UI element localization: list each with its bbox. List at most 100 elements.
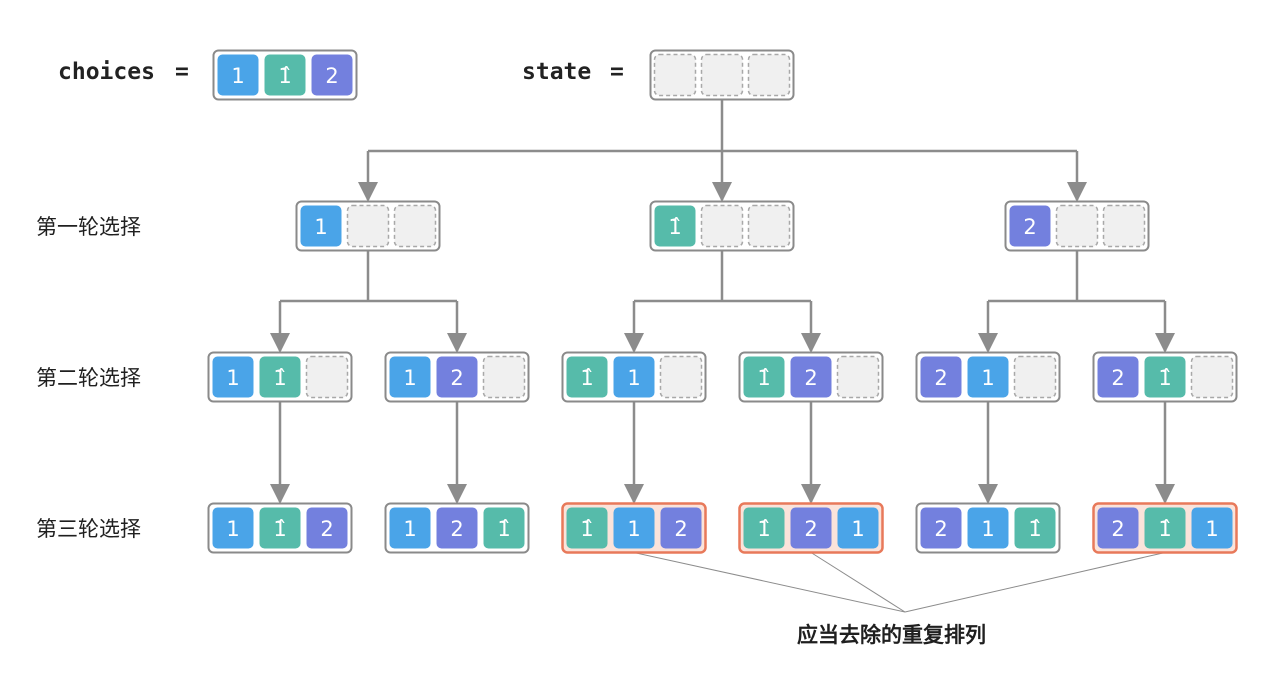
- cell-value: 1̂: [278, 64, 291, 88]
- array-cell: [212, 356, 254, 398]
- level1-node: 1̂: [649, 200, 795, 252]
- duplicate-leaf-node: 2 1̂ 1: [1092, 502, 1238, 554]
- empty-cell: [346, 204, 390, 248]
- cell-value: 2: [1023, 215, 1036, 239]
- array-cell: [967, 507, 1009, 549]
- empty-cell: [1102, 204, 1146, 248]
- array-cell: [259, 356, 301, 398]
- cell-value: 2: [320, 517, 333, 541]
- state-label: state: [522, 59, 592, 85]
- array-cell: [920, 507, 962, 549]
- cell-value: 1: [231, 64, 244, 88]
- empty-cell: [747, 53, 791, 97]
- array-cell: [389, 507, 431, 549]
- array-cell: [1144, 507, 1186, 549]
- empty-cell: [836, 355, 880, 399]
- cell-value: 2: [325, 64, 338, 88]
- cell-value: 2: [934, 517, 947, 541]
- state-equals: =: [610, 59, 624, 85]
- cell-value: 2: [450, 517, 463, 541]
- cell-value: 2: [450, 366, 463, 390]
- cell-value: 2: [804, 366, 817, 390]
- round-label-3: 第三轮选择: [36, 517, 141, 541]
- cell-value: 1̂: [580, 366, 593, 390]
- cell-value: 1̂: [580, 517, 593, 541]
- cell-value: 1: [1205, 517, 1218, 541]
- round-label-1: 第一轮选择: [36, 215, 141, 239]
- array-cell: [264, 54, 306, 96]
- cell-value: 1̂: [497, 517, 510, 541]
- empty-cell: [1013, 355, 1057, 399]
- array-cell: [743, 356, 785, 398]
- array-cell: [566, 356, 608, 398]
- cell-value: 1̂: [668, 215, 681, 239]
- array-cell: [389, 356, 431, 398]
- array-cell: [1014, 507, 1056, 549]
- level2-node: 1 1̂: [207, 351, 353, 403]
- duplicate-leaf-node: 1̂ 1 2: [561, 502, 707, 554]
- array-cell: [436, 507, 478, 549]
- cell-value: 1̂: [1158, 366, 1171, 390]
- array-cell: [1191, 507, 1233, 549]
- array-cell: [790, 356, 832, 398]
- array-cell: [654, 205, 696, 247]
- state-root: [649, 49, 795, 101]
- empty-cell: [659, 355, 703, 399]
- array-cell: [1097, 507, 1139, 549]
- cell-value: 2: [1111, 366, 1124, 390]
- annotation-pointer: [810, 552, 906, 613]
- array-cell: [790, 507, 832, 549]
- cell-value: 1̂: [757, 517, 770, 541]
- choices-equals: =: [175, 59, 189, 85]
- annotation-pointer: [633, 552, 906, 613]
- cell-value: 1: [627, 366, 640, 390]
- cell-value: 1: [981, 366, 994, 390]
- cell-value: 1: [627, 517, 640, 541]
- cell-value: 1̂: [1158, 517, 1171, 541]
- array-cell: [259, 507, 301, 549]
- cell-value: 1: [226, 366, 239, 390]
- array-cell: [837, 507, 879, 549]
- empty-cell: [482, 355, 526, 399]
- cell-value: 1: [403, 366, 416, 390]
- cell-value: 1̂: [273, 366, 286, 390]
- cell-value: 1: [314, 215, 327, 239]
- array-cell: [920, 356, 962, 398]
- array-cell: [1009, 205, 1051, 247]
- cell-value: 1: [403, 517, 416, 541]
- empty-cell: [653, 53, 697, 97]
- choices-array: 1 1̂ 2: [212, 49, 358, 101]
- array-cell: [1097, 356, 1139, 398]
- array-cell: [566, 507, 608, 549]
- leaf-node: 1 2 1̂: [384, 502, 530, 554]
- empty-cell: [700, 53, 744, 97]
- array-cell: [1144, 356, 1186, 398]
- tree-edges: [270, 99, 1175, 504]
- array-cell: [613, 356, 655, 398]
- empty-cell: [393, 204, 437, 248]
- choices-label: choices: [58, 59, 155, 85]
- empty-cell: [305, 355, 349, 399]
- level2-node: 2 1̂: [1092, 351, 1238, 403]
- empty-cell: [1190, 355, 1234, 399]
- cell-value: 2: [1111, 517, 1124, 541]
- cell-value: 1̂: [1028, 517, 1041, 541]
- array-cell: [212, 507, 254, 549]
- annotation-pointer: [904, 552, 1166, 613]
- array-cell: [436, 356, 478, 398]
- cell-value: 1: [226, 517, 239, 541]
- array-cell: [217, 54, 259, 96]
- cell-value: 2: [674, 517, 687, 541]
- array-cell: [613, 507, 655, 549]
- level2-node: 1̂2: [738, 351, 884, 403]
- level1-node: 1: [295, 200, 441, 252]
- annotation-lines: [633, 552, 1166, 613]
- round-label-2: 第二轮选择: [36, 366, 141, 390]
